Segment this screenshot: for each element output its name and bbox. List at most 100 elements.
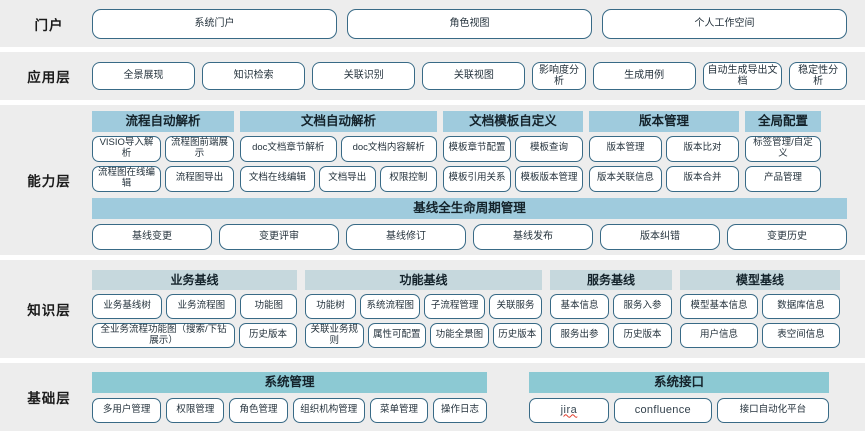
base-button-jira[interactable]: jira — [529, 397, 609, 423]
baseline-button-revision[interactable]: 基线修订 — [346, 223, 466, 250]
base-button-role-management[interactable]: 角色管理 — [229, 397, 288, 423]
cap-button-tag-management[interactable]: 标签管理/自定义 — [745, 135, 821, 162]
knowledge-row-1: 功能树 系统流程图 子流程管理 关联服务 — [305, 294, 543, 319]
base-button-confluence[interactable]: confluence — [613, 397, 712, 423]
layer-label-foundation: 基础层 — [27, 391, 71, 406]
knowledge-group-service-baseline: 服务基线 基本信息 服务入参 服务出参 历史版本 — [550, 270, 672, 348]
know-button-database-info[interactable]: 数据库信息 — [762, 294, 840, 319]
base-button-interface-automation-platform[interactable]: 接口自动化平台 — [716, 397, 829, 423]
portal-button-personal-workspace[interactable]: 个人工作空间 — [602, 8, 847, 39]
portal-button-role-view[interactable]: 角色视图 — [347, 8, 592, 39]
knowledge-group-model-baseline: 模型基线 模型基本信息 数据库信息 用户信息 表空间信息 — [680, 270, 840, 348]
know-button-history-version[interactable]: 历史版本 — [239, 323, 297, 348]
base-button-multi-user-management[interactable]: 多用户管理 — [92, 397, 162, 423]
know-button-system-flowchart[interactable]: 系统流程图 — [360, 294, 421, 319]
layer-body-foundation: 系统管理 多用户管理 权限管理 角色管理 组织机构管理 菜单管理 操作日志 系统… — [92, 371, 847, 423]
confluence-label: confluence — [634, 403, 691, 416]
foundation-group-row: 系统管理 多用户管理 权限管理 角色管理 组织机构管理 菜单管理 操作日志 系统… — [92, 371, 847, 423]
know-button-attribute-configurable[interactable]: 属性可配置 — [367, 323, 427, 348]
know-button-subflow-management[interactable]: 子流程管理 — [424, 294, 485, 319]
cap-button-visio-import-parse[interactable]: VISIO导入解析 — [92, 135, 161, 162]
baseline-button-version-correction[interactable]: 版本纠错 — [600, 223, 720, 250]
app-button-knowledge-search[interactable]: 知识检索 — [202, 62, 306, 90]
know-button-model-basic-info[interactable]: 模型基本信息 — [680, 294, 758, 319]
cap-button-template-section-config[interactable]: 模板章节配置 — [443, 135, 511, 162]
app-button-generate-case[interactable]: 生成用例 — [592, 62, 696, 90]
know-button-user-info[interactable]: 用户信息 — [680, 323, 758, 348]
cap-button-doc-online-edit[interactable]: 文档在线编辑 — [240, 165, 315, 192]
know-button-business-baseline-tree[interactable]: 业务基线树 — [92, 294, 163, 319]
knowledge-group-row: 业务基线 业务基线树 业务流程图 功能图 全业务流程功能图（搜索/下钻展示） 历… — [92, 270, 847, 348]
know-button-service-output-param[interactable]: 服务出参 — [550, 323, 609, 348]
cap-button-template-query[interactable]: 模板查询 — [515, 135, 583, 162]
cap-button-product-management[interactable]: 产品管理 — [745, 165, 821, 192]
know-button-business-flowchart[interactable]: 业务流程图 — [166, 294, 237, 319]
capability-row-1: doc文档章节解析 doc文档内容解析 — [240, 135, 437, 162]
capability-row-2: 文档在线编辑 文档导出 权限控制 — [240, 165, 437, 192]
knowledge-row-1: 基本信息 服务入参 — [550, 294, 672, 319]
cap-button-version-relation-info[interactable]: 版本关联信息 — [589, 165, 662, 192]
baseline-button-change-history[interactable]: 变更历史 — [727, 223, 847, 250]
know-button-service-input-param[interactable]: 服务入参 — [613, 294, 672, 319]
know-button-history-version[interactable]: 历史版本 — [492, 323, 543, 348]
baseline-lifecycle-title: 基线全生命周期管理 — [92, 197, 847, 219]
capability-row-2: 版本关联信息 版本合并 — [589, 165, 739, 192]
base-button-permission-management[interactable]: 权限管理 — [166, 397, 225, 423]
knowledge-group-business-baseline: 业务基线 业务基线树 业务流程图 功能图 全业务流程功能图（搜索/下钻展示） 历… — [92, 270, 298, 348]
jira-label: jira — [560, 403, 578, 416]
capability-row-1: 标签管理/自定义 — [745, 135, 821, 162]
layer-body-capability: 流程自动解析 VISIO导入解析 流程图前端展示 流程图在线编辑 流程图导出 文… — [92, 110, 847, 250]
capability-group-document-parsing: 文档自动解析 doc文档章节解析 doc文档内容解析 文档在线编辑 文档导出 权… — [240, 110, 437, 192]
capability-row-2: 模板引用关系 模板版本管理 — [443, 165, 583, 192]
cap-button-flow-export[interactable]: 流程图导出 — [165, 165, 234, 192]
group-title-function-baseline: 功能基线 — [305, 270, 542, 290]
layer-portal: 门户 系统门户 角色视图 个人工作空间 — [0, 0, 865, 47]
cap-button-flow-online-edit[interactable]: 流程图在线编辑 — [92, 165, 161, 192]
app-button-relation-view[interactable]: 关联视图 — [422, 62, 526, 90]
capability-group-process-parsing: 流程自动解析 VISIO导入解析 流程图前端展示 流程图在线编辑 流程图导出 — [92, 110, 234, 192]
group-title-version-management: 版本管理 — [589, 110, 739, 132]
app-button-panorama[interactable]: 全景展现 — [92, 62, 196, 90]
group-title-document-parsing: 文档自动解析 — [240, 110, 437, 132]
cap-button-version-management[interactable]: 版本管理 — [589, 135, 662, 162]
layer-label-capability: 能力层 — [27, 174, 71, 189]
know-button-full-business-flow-function-map[interactable]: 全业务流程功能图（搜索/下钻展示） — [92, 323, 236, 348]
know-button-function-map[interactable]: 功能图 — [240, 294, 298, 319]
know-button-history-version[interactable]: 历史版本 — [613, 323, 672, 348]
cap-button-flow-frontend-display[interactable]: 流程图前端展示 — [165, 135, 234, 162]
knowledge-row-2: 关联业务规则 属性可配置 功能全景图 历史版本 — [305, 323, 543, 348]
cap-button-version-compare[interactable]: 版本比对 — [666, 135, 739, 162]
know-button-tablespace-info[interactable]: 表空间信息 — [762, 323, 840, 348]
base-button-org-structure-management[interactable]: 组织机构管理 — [292, 397, 365, 423]
app-button-relation-identify[interactable]: 关联识别 — [312, 62, 416, 90]
cap-button-template-reference[interactable]: 模板引用关系 — [443, 165, 511, 192]
layer-knowledge: 知识层 业务基线 业务基线树 业务流程图 功能图 全业务流程功能图（搜索/下钻展… — [0, 260, 865, 358]
portal-button-system-portal[interactable]: 系统门户 — [92, 8, 337, 39]
know-button-function-panorama[interactable]: 功能全景图 — [430, 323, 489, 348]
cap-button-version-merge[interactable]: 版本合并 — [666, 165, 739, 192]
cap-button-doc-section-parse[interactable]: doc文档章节解析 — [240, 135, 337, 162]
cap-button-permission-control[interactable]: 权限控制 — [379, 165, 437, 192]
app-button-auto-export-doc[interactable]: 自动生成导出文档 — [702, 62, 783, 90]
know-button-function-tree[interactable]: 功能树 — [305, 294, 356, 319]
app-button-stability-analysis[interactable]: 稳定性分析 — [789, 62, 847, 90]
baseline-button-release[interactable]: 基线发布 — [473, 223, 593, 250]
foundation-group-system-management: 系统管理 多用户管理 权限管理 角色管理 组织机构管理 菜单管理 操作日志 — [92, 371, 488, 423]
application-button-row: 全景展现 知识检索 关联识别 关联视图 影响度分析 生成用例 自动生成导出文档 … — [92, 62, 847, 90]
cap-button-doc-export[interactable]: 文档导出 — [318, 165, 376, 192]
baseline-button-change[interactable]: 基线变更 — [92, 223, 212, 250]
knowledge-row-1: 模型基本信息 数据库信息 — [680, 294, 840, 319]
base-button-menu-management[interactable]: 菜单管理 — [369, 397, 429, 423]
capability-group-version-management: 版本管理 版本管理 版本比对 版本关联信息 版本合并 — [589, 110, 739, 192]
cap-button-template-version-mgmt[interactable]: 模板版本管理 — [515, 165, 583, 192]
base-button-operation-log[interactable]: 操作日志 — [433, 397, 488, 423]
baseline-button-change-review[interactable]: 变更评审 — [219, 223, 339, 250]
group-title-business-baseline: 业务基线 — [92, 270, 297, 290]
know-button-related-service[interactable]: 关联服务 — [488, 294, 543, 319]
group-title-system-management: 系统管理 — [92, 371, 487, 393]
app-button-impact-analysis[interactable]: 影响度分析 — [532, 62, 586, 90]
capability-row-1: 版本管理 版本比对 — [589, 135, 739, 162]
know-button-related-business-rule[interactable]: 关联业务规则 — [305, 323, 364, 348]
cap-button-doc-content-parse[interactable]: doc文档内容解析 — [340, 135, 437, 162]
know-button-basic-info[interactable]: 基本信息 — [550, 294, 609, 319]
